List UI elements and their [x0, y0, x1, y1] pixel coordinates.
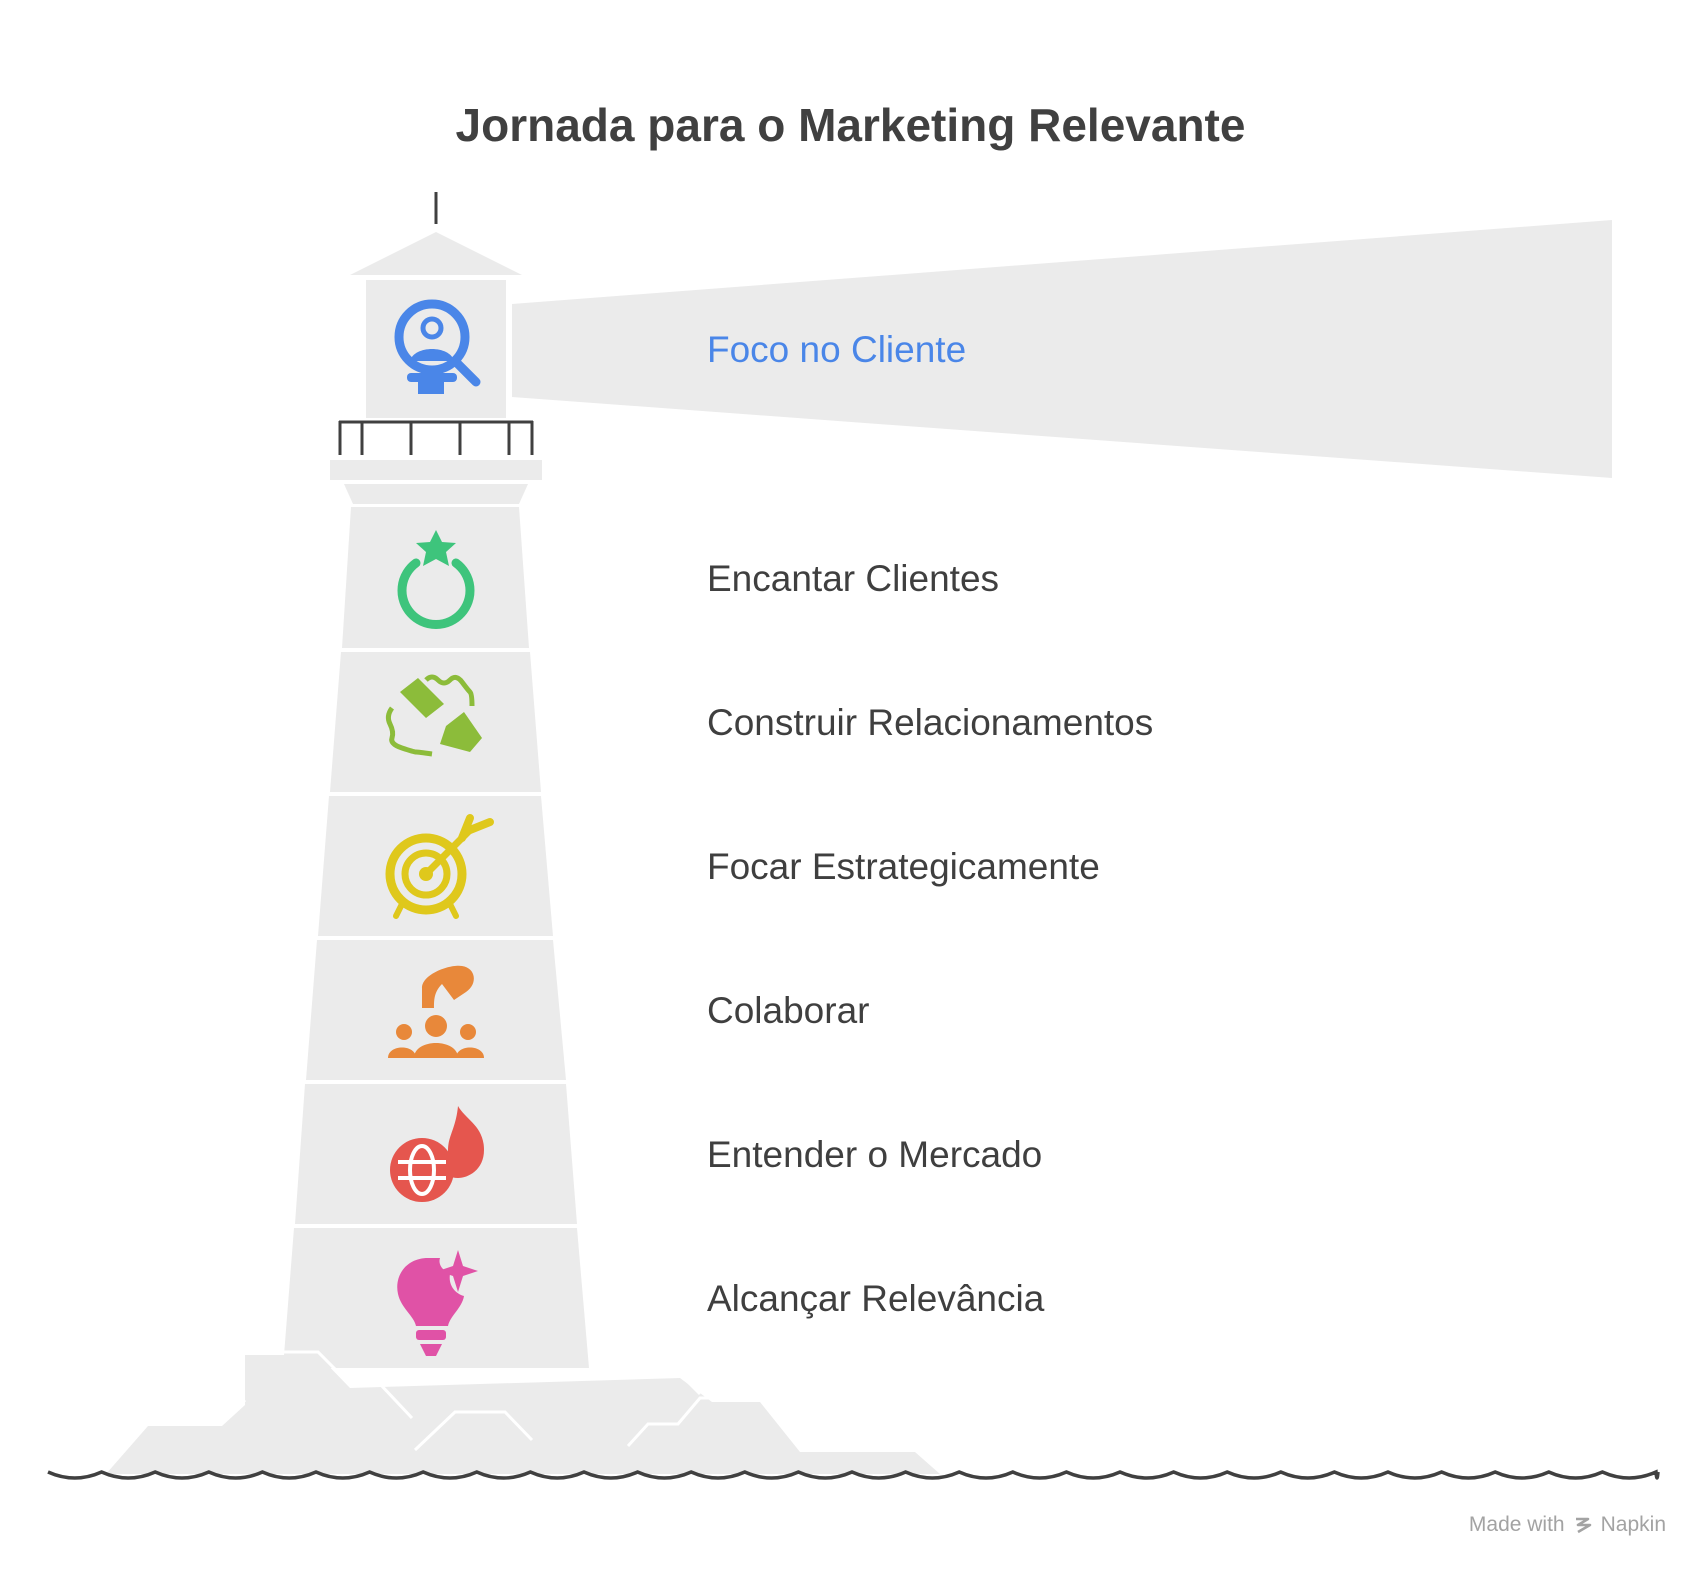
team-collaboration-icon: [388, 965, 484, 1058]
step-icons: [385, 299, 494, 1356]
gallery-base: [344, 484, 528, 504]
handshake-icon: [385, 674, 482, 757]
tower-body: [283, 507, 589, 1368]
step-label-customer-focus: Foco no Cliente: [707, 329, 967, 370]
credit-brand: Napkin: [1600, 1513, 1666, 1536]
step-label-strategic-focus: Focar Estrategicamente: [707, 846, 1100, 887]
light-beam: [512, 220, 1612, 478]
target-arrow-icon: [385, 814, 494, 919]
napkin-logo-icon: [1575, 1517, 1591, 1534]
diagram-title: Jornada para o Marketing Relevante: [455, 99, 1246, 151]
customer-search-icon: [394, 299, 481, 394]
lightbulb-spark-icon: [397, 1250, 478, 1356]
sea-waves: [47, 1469, 1660, 1480]
lighthouse-railing: [338, 420, 534, 455]
step-label-build-relationships: Construir Relacionamentos: [707, 702, 1154, 743]
rocks: [106, 1355, 940, 1474]
globe-fire-icon: [390, 1106, 484, 1202]
step-label-delight-customers: Encantar Clientes: [707, 558, 1000, 599]
made-with-napkin-credit: Made with Napkin: [1469, 1513, 1666, 1537]
tower-band-4: [306, 940, 566, 1080]
step-label-achieve-relevance: Alcançar Relevância: [707, 1278, 1045, 1319]
tower-band-2: [330, 652, 541, 792]
credit-prefix: Made with: [1468, 1513, 1565, 1536]
step-label-understand-market: Entender o Mercado: [707, 1134, 1043, 1175]
star-ring-icon: [397, 530, 475, 629]
gallery-ledge: [330, 460, 542, 480]
tower-band-1: [342, 507, 529, 648]
step-label-collaborate: Colaborar: [707, 990, 870, 1031]
lighthouse-roof: [350, 232, 522, 275]
rock-outlines: [175, 1350, 760, 1452]
